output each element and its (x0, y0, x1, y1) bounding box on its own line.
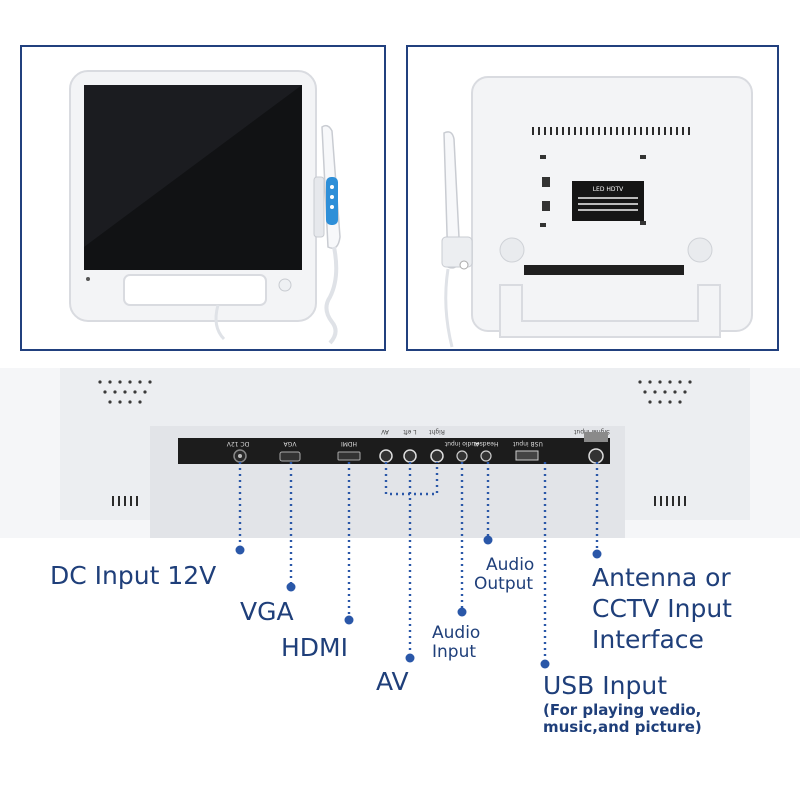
port-strip-closeup: DC 12V VGA HDMI AV L eft Right Audio inp… (0, 368, 800, 538)
label-antenna-line3: Interface (592, 625, 704, 654)
label-usb-note-line2: music,and picture) (543, 717, 702, 736)
antenna-port (588, 448, 604, 464)
label-usb-note-line1: (For playing vedio, (543, 701, 702, 719)
vga-port (279, 451, 301, 462)
hdmi-port (337, 451, 361, 461)
monitor-front-view-icon (69, 70, 341, 345)
monitor-back-view-icon: LED HDTV (441, 76, 753, 348)
strip-label-dc: DC 12V (226, 440, 249, 447)
back-view-panel: LED HDTV (406, 45, 779, 351)
label-audio-output: Audio Output (474, 556, 534, 593)
label-antenna-line2: CCTV Input (592, 594, 732, 623)
front-view-panel (20, 45, 386, 351)
label-audio-output-line2: Output (474, 573, 534, 594)
spec-label-title: LED HDTV (593, 186, 624, 193)
audio-right-port (430, 449, 444, 463)
label-audio-input: Audio Input (432, 624, 480, 661)
usb-port (515, 450, 539, 461)
strip-label-vga: VGA (283, 440, 297, 447)
strip-label-headset: Headset (473, 440, 499, 447)
strip-label-audio-input: Audio input (444, 440, 479, 447)
label-audio-input-line1: Audio (432, 623, 481, 643)
audio-output-port (480, 450, 492, 462)
label-vga: VGA (240, 597, 294, 626)
label-antenna-line1: Antenna or (592, 563, 731, 592)
label-av: AV (376, 667, 409, 696)
left-speaker-grille (98, 380, 152, 404)
audio-input-port (456, 450, 468, 462)
label-usb-input: USB Input (543, 671, 667, 700)
label-audio-output-line1: Audio (486, 555, 535, 575)
audio-left-port (403, 449, 417, 463)
strip-label-signal: Signal input (573, 428, 609, 435)
strip-label-left: L eft (403, 428, 417, 435)
label-antenna: Antenna or CCTV Input Interface (592, 562, 732, 655)
right-speaker-grille (638, 380, 692, 404)
strip-label-usb: USB input (513, 440, 543, 447)
label-usb-note: (For playing vedio, music,and picture) (543, 702, 702, 735)
label-hdmi: HDMI (281, 633, 348, 662)
label-dc-input: DC Input 12V (50, 561, 217, 590)
strip-label-right: Right (428, 428, 444, 435)
av-port (379, 449, 393, 463)
strip-label-hdmi: HDMI (341, 440, 357, 447)
label-audio-input-line2: Input (432, 641, 477, 662)
strip-label-av: AV (380, 428, 389, 435)
